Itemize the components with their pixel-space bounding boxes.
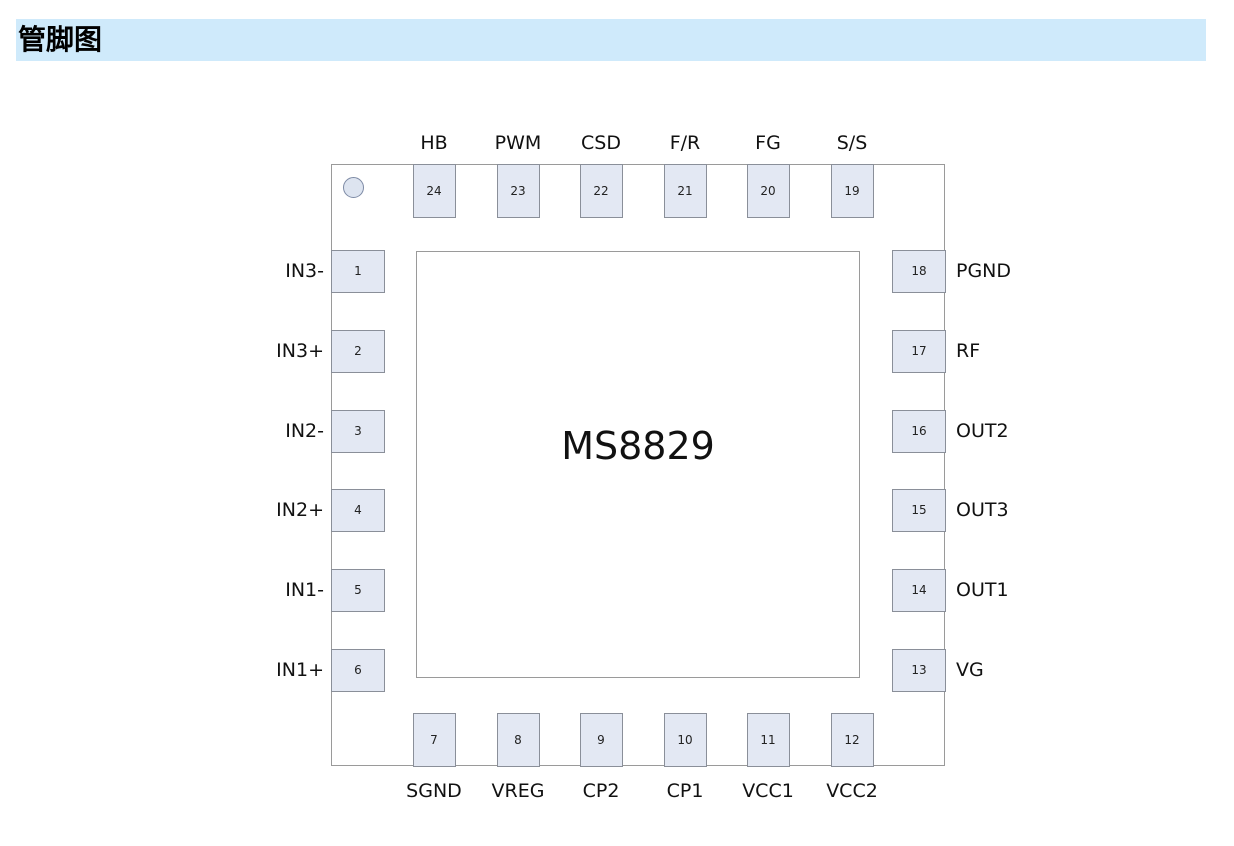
- pin-pad-top: 22: [579, 164, 623, 218]
- pin-pad-top: 19: [830, 164, 874, 218]
- pin-label-left: IN1-: [285, 579, 324, 601]
- pin-pad-bottom: 7: [412, 713, 456, 767]
- pin-label-left: IN3-: [285, 260, 324, 282]
- pin-label-left: IN1+: [276, 659, 324, 681]
- pin-pad-top: 21: [663, 164, 707, 218]
- pin-pad-bottom: 10: [663, 713, 707, 767]
- pin-label-right: RF: [956, 340, 981, 362]
- pin-label-right: OUT3: [956, 499, 1009, 521]
- pin-label-top: PWM: [494, 132, 542, 154]
- pin-pad-right: 16: [892, 409, 946, 453]
- pin-label-left: IN3+: [276, 340, 324, 362]
- pin-pad-left: 2: [331, 329, 385, 373]
- pin-label-bottom: CP2: [582, 780, 620, 802]
- pin-pad-left: 4: [331, 488, 385, 532]
- pin-label-top: F/R: [669, 132, 701, 154]
- pin-label-bottom: VCC2: [826, 780, 878, 802]
- pin-pad-left: 5: [331, 568, 385, 612]
- pin-label-right: OUT2: [956, 420, 1009, 442]
- pin-label-top: S/S: [836, 132, 868, 154]
- pin-label-bottom: CP1: [666, 780, 704, 802]
- pin-label-left: IN2-: [285, 420, 324, 442]
- pin-label-bottom: VREG: [491, 780, 545, 802]
- pin-pad-right: 13: [892, 648, 946, 692]
- pin-pad-left: 1: [331, 249, 385, 293]
- pin-label-right: PGND: [956, 260, 1012, 282]
- chip-name: MS8829: [561, 424, 715, 468]
- pin-pad-top: 24: [412, 164, 456, 218]
- pin-label-top: FG: [755, 132, 781, 154]
- pin-pad-left: 6: [331, 648, 385, 692]
- pin-pad-right: 17: [892, 329, 946, 373]
- pin-label-bottom: SGND: [406, 780, 462, 802]
- pin-pad-bottom: 9: [579, 713, 623, 767]
- pin-label-top: CSD: [581, 132, 621, 154]
- pin-pad-left: 3: [331, 409, 385, 453]
- section-title: 管脚图: [18, 23, 103, 56]
- pin-label-bottom: VCC1: [742, 780, 794, 802]
- chip-die: MS8829: [416, 251, 860, 678]
- pin-pad-right: 14: [892, 568, 946, 612]
- pin-label-top: HB: [420, 132, 448, 154]
- pin-pad-bottom: 12: [830, 713, 874, 767]
- pin-pad-right: 18: [892, 249, 946, 293]
- pin-pad-bottom: 11: [746, 713, 790, 767]
- pin-label-left: IN2+: [276, 499, 324, 521]
- pin-pad-top: 23: [496, 164, 540, 218]
- pin-label-right: VG: [956, 659, 984, 681]
- section-header: 管脚图: [16, 19, 1206, 61]
- pin-pad-bottom: 8: [496, 713, 540, 767]
- pin-label-right: OUT1: [956, 579, 1009, 601]
- pin-pad-top: 20: [746, 164, 790, 218]
- pin1-marker-icon: [343, 177, 364, 198]
- pin-pad-right: 15: [892, 488, 946, 532]
